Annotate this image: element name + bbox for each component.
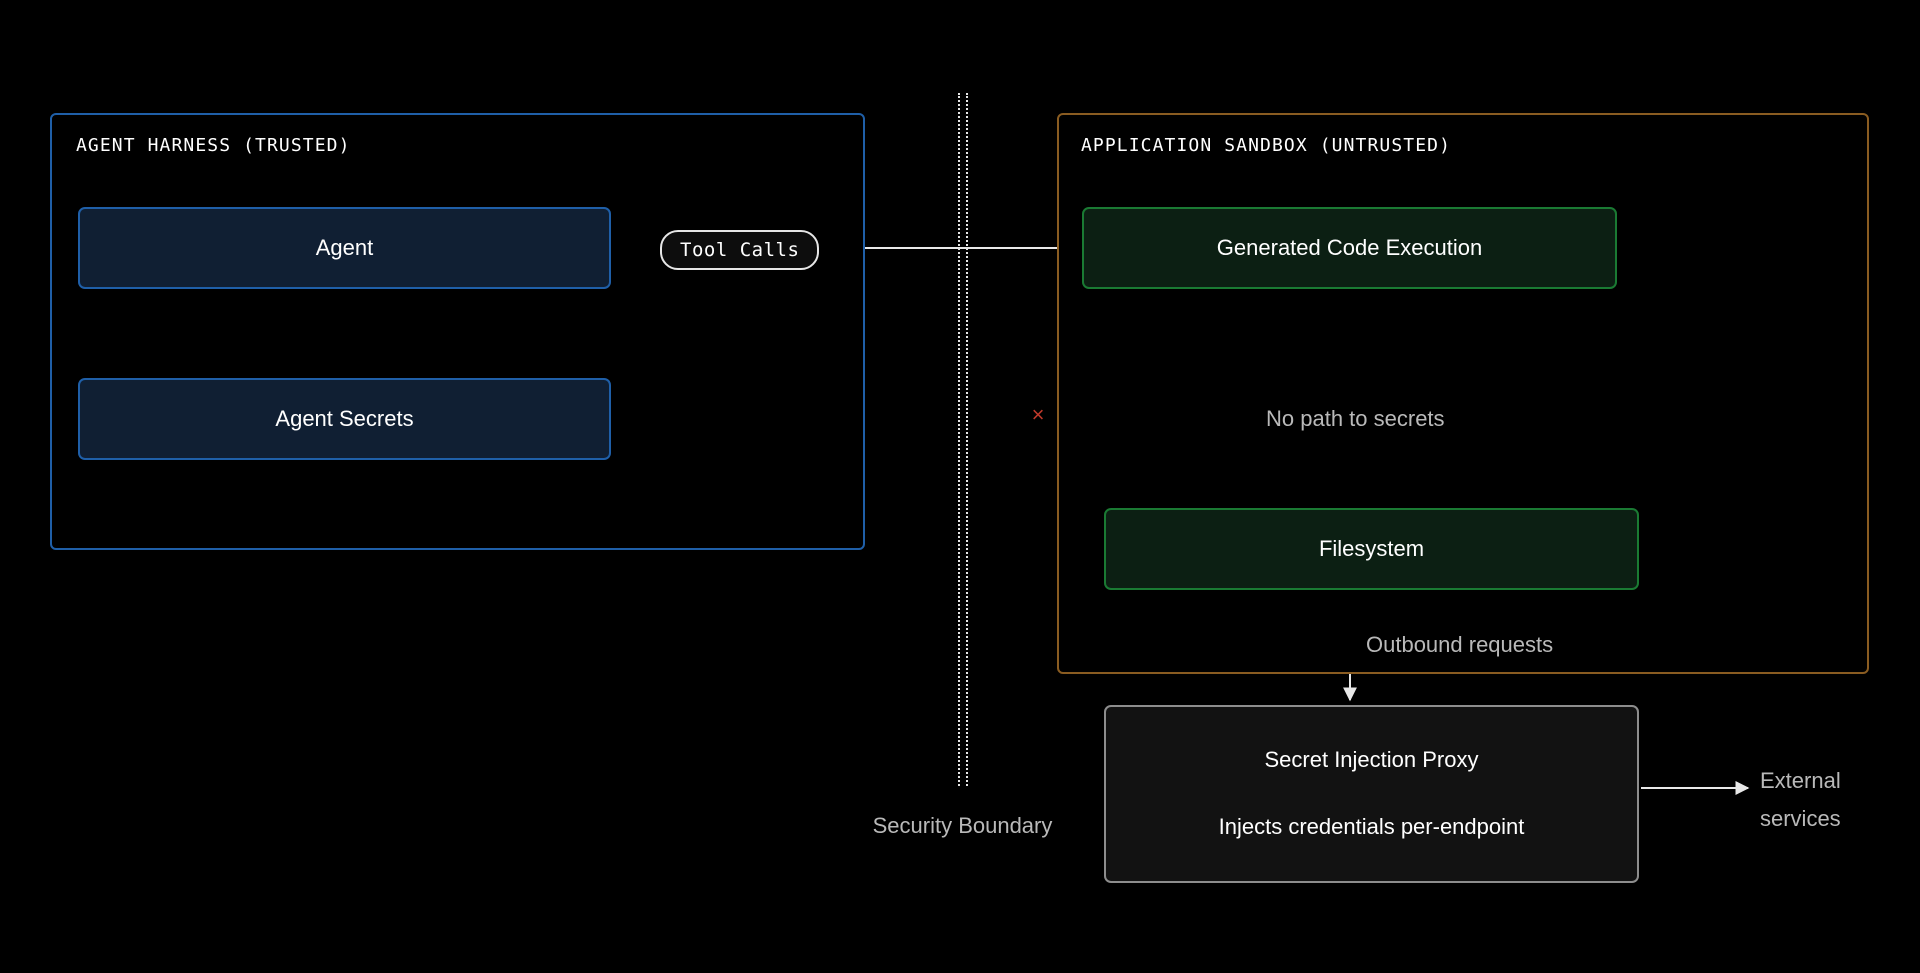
group-application-sandbox-title: APPLICATION SANDBOX (UNTRUSTED)	[1081, 135, 1452, 156]
group-agent-harness-title: AGENT HARNESS (TRUSTED)	[76, 135, 351, 156]
node-agent-label: Agent	[315, 234, 374, 260]
edge-label-outbound-requests: Outbound requests	[1366, 632, 1554, 657]
node-filesystem[interactable]: Filesystem	[1104, 508, 1639, 590]
edge-label-tool-calls[interactable]: Tool Calls	[660, 230, 820, 270]
node-filesystem-label: Filesystem	[1318, 535, 1425, 561]
edge-label-external-services: External services	[1760, 768, 1841, 831]
node-generated-code-execution[interactable]: Generated Code Execution	[1082, 207, 1617, 289]
group-agent-harness	[50, 113, 865, 550]
node-agent[interactable]: Agent	[78, 207, 611, 289]
node-agent-secrets[interactable]: Agent Secrets	[78, 378, 611, 460]
security-boundary-label: Security Boundary	[872, 813, 1053, 838]
node-secret-injection-proxy-subtitle: Injects credentials per-endpoint	[1218, 814, 1525, 840]
node-secret-injection-proxy-title: Secret Injection Proxy	[1264, 747, 1479, 773]
security-boundary-line-right	[966, 93, 968, 786]
node-agent-secrets-label: Agent Secrets	[275, 405, 414, 431]
node-generated-code-execution-label: Generated Code Execution	[1216, 234, 1483, 260]
edge-label-no-path-to-secrets: No path to secrets	[1266, 406, 1445, 431]
blocked-path-x-icon: ×	[1031, 402, 1045, 427]
security-boundary-line-left	[958, 93, 960, 786]
node-secret-injection-proxy[interactable]: Secret Injection Proxy Injects credentia…	[1104, 705, 1639, 883]
